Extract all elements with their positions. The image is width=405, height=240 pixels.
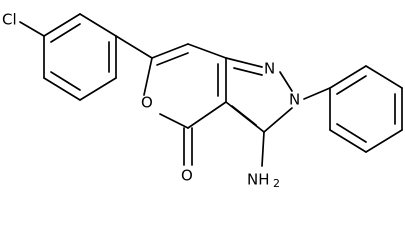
bond-chlorophenyl-1 <box>43 13 81 37</box>
bond-pyrazole-double-c3-c3a <box>231 105 257 126</box>
atom-label-carbonyl-oxygen: O <box>181 167 193 185</box>
bond-chlorophenyl-4 <box>79 77 117 101</box>
bond-amino <box>261 131 265 167</box>
bond-chlorophenyl-inner-1 <box>50 23 81 43</box>
bond-pyranone-c6-c7 <box>151 43 189 59</box>
atom-label-n1: N <box>264 60 275 78</box>
bond-ccl <box>19 21 45 37</box>
bond-phenyl-2 <box>365 65 403 89</box>
bond-phenyl-4 <box>365 129 403 153</box>
bond-n-phenyl-link <box>303 87 331 100</box>
atom-label-ring-oxygen: O <box>141 94 153 112</box>
atom-labels: Cl O O N N NH 2 <box>2 11 300 191</box>
bond-pyrazole-n2-c3 <box>263 107 293 133</box>
bond-pyranone-o-c6 <box>143 57 153 96</box>
bond-phenyl-1 <box>329 65 367 89</box>
bond-chlorophenyl-5 <box>43 77 81 101</box>
molecule-structure-drawing: Cl O O N N NH 2 <box>2 11 403 191</box>
bond-pyranone-c7-c7a <box>187 43 227 59</box>
bond-pyrazole-c7a-n1 <box>225 57 263 68</box>
atom-label-cl: Cl <box>2 11 17 29</box>
bond-pyrazole-double-c7a-n1 <box>233 67 263 76</box>
bond-phenyl-5 <box>329 129 367 153</box>
bond-pyranone-double-1 <box>156 52 189 66</box>
bond-pyranone-c4-o <box>159 113 189 129</box>
atom-label-amino-subscript: 2 <box>273 177 280 190</box>
bond-pyranone-c3a-c4 <box>187 101 227 129</box>
bond-pyrazole-n1-n2 <box>279 71 293 92</box>
bond-phenyl-inner-3 <box>336 123 367 143</box>
bond-chlorophenyl-2 <box>79 13 117 37</box>
bond-phenyl-inner-1 <box>336 75 367 95</box>
atom-label-n2: N <box>289 91 300 109</box>
atom-label-amino: NH <box>247 171 270 189</box>
bond-chlorophenyl-inner-3 <box>50 71 81 91</box>
bond-aryl-link <box>115 35 153 59</box>
bonds <box>19 13 403 167</box>
